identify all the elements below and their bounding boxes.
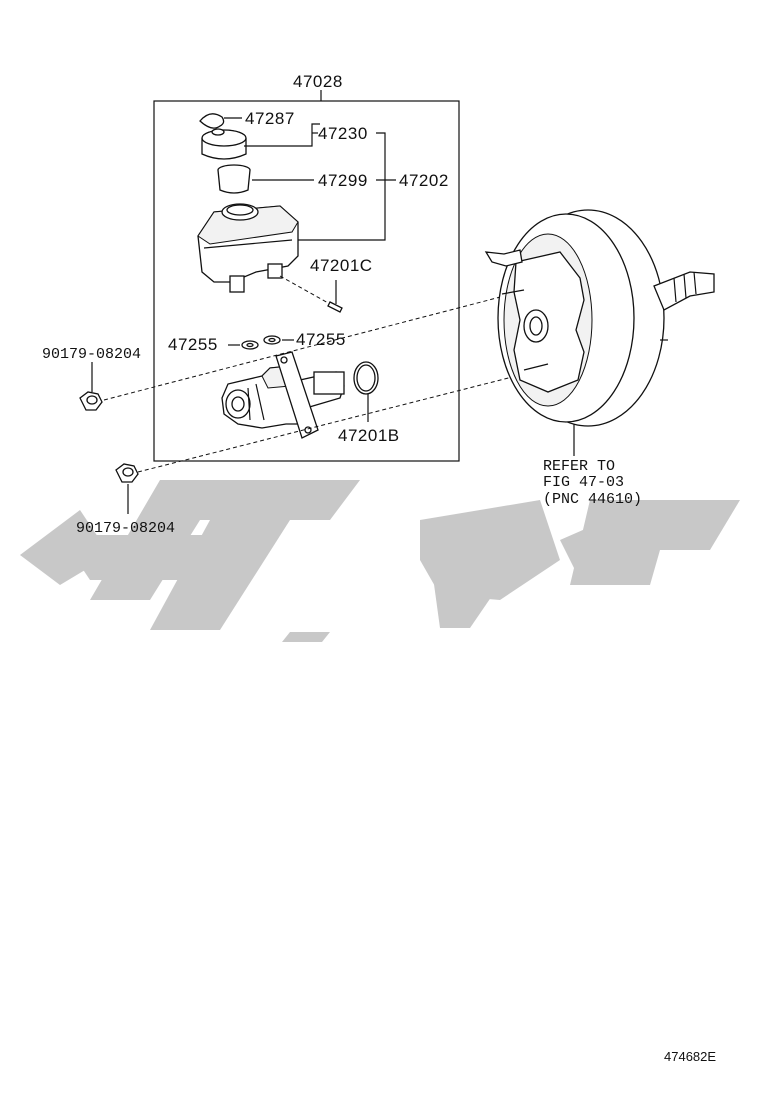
nut-upper (79, 362, 103, 411)
label-47255-left: 47255 (168, 335, 218, 354)
label-90179-lower: 90179-08204 (76, 520, 175, 537)
refer-note-line3: (PNC 44610) (543, 491, 642, 508)
leader-47230 (244, 123, 386, 241)
brake-booster (484, 209, 715, 456)
assembly-frame (153, 90, 460, 462)
label-47255-right: 47255 (296, 330, 346, 349)
refer-note-line2: FIG 47-03 (543, 474, 624, 491)
pin-part (279, 275, 343, 313)
alignment-lines (103, 293, 533, 473)
grommet-right (263, 335, 294, 345)
grommet-left (228, 340, 259, 350)
label-47028: 47028 (293, 72, 343, 91)
cap-part (201, 128, 247, 160)
strainer-part (217, 164, 314, 194)
label-47299: 47299 (318, 171, 368, 190)
label-47201C: 47201C (310, 256, 373, 275)
clip-part (199, 113, 242, 129)
label-90179-upper: 90179-08204 (42, 346, 141, 363)
label-47287: 47287 (245, 109, 295, 128)
refer-note-line1: REFER TO (543, 458, 615, 475)
reservoir-tank (197, 203, 299, 293)
watermark-logo (20, 480, 740, 642)
nut-lower (115, 463, 139, 514)
label-47201B: 47201B (338, 426, 400, 445)
label-47202: 47202 (399, 171, 449, 190)
label-47230: 47230 (318, 124, 368, 143)
o-ring-part (353, 361, 379, 422)
master-cylinder (221, 351, 345, 439)
figure-code: 474682E (664, 1049, 716, 1064)
